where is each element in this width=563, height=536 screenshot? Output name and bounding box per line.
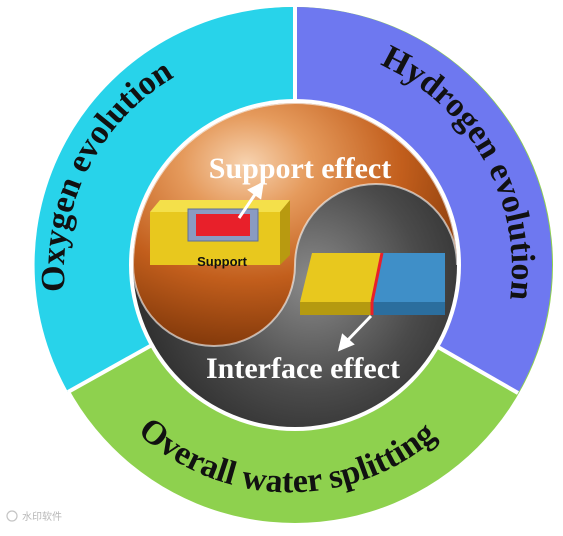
interface-arrow: [343, 314, 373, 345]
interface-effect-label: Interface effect: [206, 352, 400, 385]
support-half: [133, 103, 457, 346]
catalyst-particle: [196, 214, 250, 236]
support-block-label: Support: [197, 254, 247, 269]
arrows: [237, 181, 373, 352]
interface-block-illustration: [300, 252, 445, 315]
watermark: 水印软件: [6, 510, 62, 523]
center-disc: [131, 102, 458, 427]
watermark-text: 水印软件: [22, 510, 62, 523]
support-effect-label: Support effect: [209, 152, 391, 185]
watermark-logo-icon: [6, 510, 18, 522]
support-block-illustration: Support: [150, 200, 290, 269]
